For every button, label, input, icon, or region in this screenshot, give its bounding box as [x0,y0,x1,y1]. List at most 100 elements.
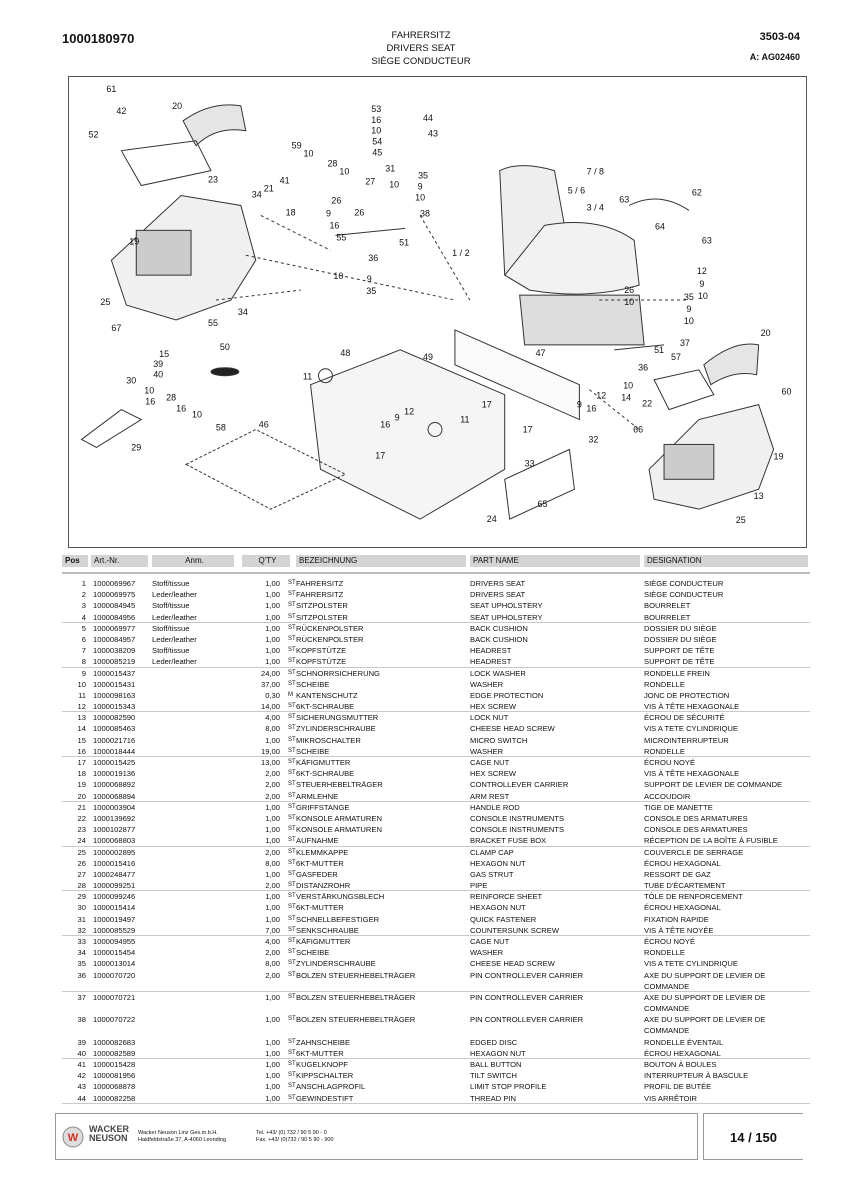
cell-en: HEXAGON NUT [470,858,526,868]
cell-qty: 1,00 [265,634,280,644]
svg-text:W: W [68,1132,79,1144]
cell-pos: 42 [77,1071,86,1081]
title-fr: SIÈGE CONDUCTEUR [371,56,471,67]
cell-art: 1000082590 [93,713,136,723]
cell-fr: DOSSIER DU SIÈGE [644,623,717,633]
cell-qty: 14,00 [260,702,280,712]
cell-fr: TÔLE DE RENFORCEMENT [644,892,743,902]
callout-label: 22 [642,399,652,409]
cell-qty: 24,00 [260,668,280,678]
cell-en: SEAT UPHOLSTERY [470,601,543,611]
cell-de: STEUERHEBELTRÄGER [296,780,383,790]
console-screen [135,229,192,276]
callout-label: 34 [252,189,262,199]
cell-fr: SUPPORT DE TÊTE [644,646,715,656]
cell-de: ZYLINDERSCHRAUBE [296,959,376,969]
cell-en: LOCK WASHER [470,668,526,678]
cell-qty: 37,00 [260,679,280,689]
callout-label: 10 [144,386,154,396]
cell-qty: 2,00 [265,948,280,958]
cell-pos: 6 [81,634,86,644]
cell-qty: 8,00 [265,724,280,734]
callout-label: 67 [111,323,121,333]
armrest-top-left [182,104,247,147]
callout-label: 63 [702,235,712,245]
cell-en: CAGE NUT [470,937,510,946]
cell-en: CAGE NUT [470,758,510,767]
callout-label: 28 [327,159,337,169]
cell-fr: FIXATION RAPIDE [644,914,709,924]
cell-art: 1000015343 [93,702,136,712]
cell-qty: 1,00 [265,579,280,588]
callout-label: 32 [588,434,598,444]
cell-en: THREAD PIN [470,1093,516,1103]
cell-qty: 1,00 [265,813,280,823]
cell-pos: 25 [77,847,86,857]
cell-fr: ÉCROU NOYÉ [644,758,696,767]
cell-qty: 19,00 [260,746,280,756]
ring-11 [318,368,333,384]
cell-art: 1000019497 [93,914,136,924]
page-number: 14 / 150 [703,1113,803,1160]
cell-fr: JONC DE PROTECTION [644,690,730,700]
callout-label: 1 / 2 [452,248,469,258]
bar-51 [335,227,406,236]
cell-unit: ST [288,669,296,676]
cell-pos: 28 [77,881,86,891]
cell-fr: TIGE DE MANETTE [644,802,713,812]
callout-label: 9 [395,413,400,423]
cell-fr: RONDELLE [644,746,685,756]
cell-pos: 26 [77,858,86,868]
cell-qty: 1,00 [265,892,280,902]
cell-qty: 1,00 [265,1071,280,1081]
cell-fr: BOURRELET [644,601,691,611]
cell-art: 1000021716 [93,735,136,745]
callout-label: 30 [126,376,136,386]
callout-label: 12 [697,266,707,276]
cell-art: 1000084957 [93,634,136,644]
cell-qty: 2,00 [265,970,280,980]
cell-unit: ST [288,826,296,833]
cell-pos: 39 [77,1037,86,1047]
cell-unit: ST [288,759,296,765]
col-anm: Anm. [152,555,234,567]
cell-pos: 24 [77,836,86,846]
cell-de: ARMLEHNE [296,791,339,801]
cell-fr: TUBE D'ÉCARTEMENT [644,881,726,891]
callout-label: 44 [423,113,433,123]
cell-en: HEXAGON NUT [470,903,526,913]
cell-pos: 9 [81,668,86,678]
cell-de: KÄFIGMUTTER [296,937,351,946]
callout-label: 17 [375,450,385,460]
callout-label: 42 [116,106,126,116]
cell-unit: ST [288,658,296,665]
cell-de: BOLZEN STEUERHEBELTRÄGER [296,970,416,980]
cell-fr: RESSORT DE GAZ [644,869,711,879]
cell-unit: ST [288,993,296,1000]
cell-art: 1000085529 [93,925,136,935]
cell-de: GRIFFSTANGE [296,802,350,812]
cell-fr: CONSOLE DES ARMATURES [644,813,748,823]
callout-label: 53 [371,104,381,114]
bracket-23 [120,140,212,187]
cell-fr: SIÈGE CONDUCTEUR [644,579,724,588]
cell-art: 1000018444 [93,746,136,756]
cell-en: HEXAGON NUT [470,1048,526,1058]
cell-art: 1000085219 [93,657,136,667]
cell-qty: 8,00 [265,959,280,969]
cell-qty: 2,00 [265,791,280,801]
callout-label: 28 [166,393,176,403]
cell-de: ZYLINDERSCHRAUBE [296,724,376,734]
cell-qty: 2,00 [265,780,280,790]
callout-label: 39 [153,359,163,369]
cell-pos: 31 [77,914,86,924]
cell-unit: ST [288,848,296,855]
callout-label: 20 [761,328,771,338]
cell-fr: VIS ARRÊTOIR [644,1093,698,1103]
cell-de: SCHEIBE [296,746,330,756]
callout-label: 66 [633,424,643,434]
cell-unit: ST [288,859,296,866]
